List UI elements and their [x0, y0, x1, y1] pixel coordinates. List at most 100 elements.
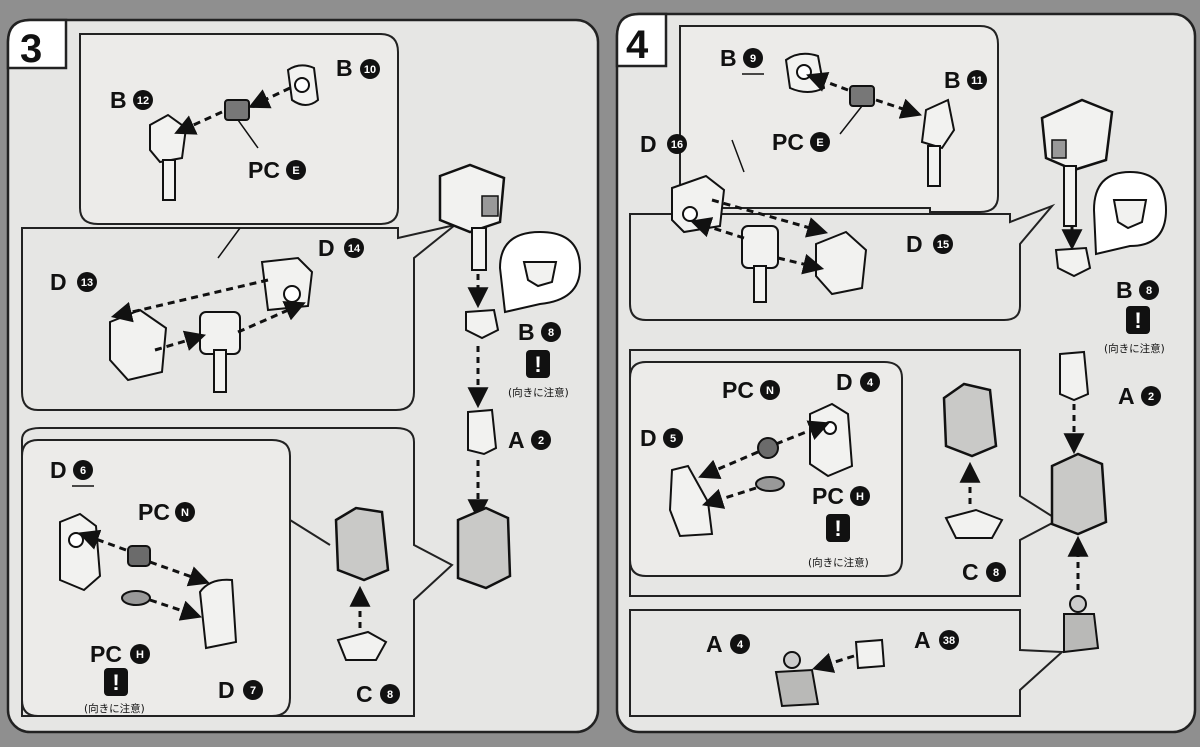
part-number: H [856, 491, 864, 503]
label-s4-a38: A 38 [914, 627, 959, 653]
part-letter: C [962, 559, 979, 585]
s4-forearm-assembly [668, 382, 1004, 539]
shoulder-joint-assembly [109, 227, 314, 393]
part-b11 [920, 98, 956, 150]
part-b12-peg [162, 159, 176, 201]
part-letter: A [706, 631, 723, 657]
step-3-panel: 3 [6, 18, 600, 734]
part-number: 16 [671, 139, 683, 151]
part-c8-4 [944, 508, 1004, 539]
label-s3-b10: B 10 [336, 55, 380, 81]
s4-lower-arm-assembled [1050, 452, 1108, 536]
part-number: 10 [364, 64, 376, 76]
part-number: E [816, 137, 823, 149]
step-4-number-badge: 4 [615, 12, 668, 68]
s4-head-joint-assembly [784, 52, 956, 187]
caution-note: (向きに注意) [1104, 342, 1165, 355]
part-number: 9 [750, 53, 756, 65]
part-d6 [59, 512, 102, 592]
step-4-foot-frame [629, 609, 1065, 717]
step-4-panel: 4 [615, 12, 1197, 734]
step-3-lower-frame [21, 427, 454, 717]
part-number: 8 [548, 327, 554, 339]
part-b8 [465, 308, 500, 340]
joint-ball [199, 311, 241, 355]
s4-upper-arm-column [1040, 98, 1168, 654]
label-s3-d13: D 13 [50, 269, 97, 295]
label-s3-b8: B 8 [518, 319, 561, 345]
forearm-assembly [59, 506, 390, 661]
label-s4-d16: D 16 [640, 131, 687, 157]
caution-s4-pch: ! (向きに注意) [808, 514, 869, 569]
part-letter: A [914, 627, 931, 653]
part-letter: B [944, 67, 961, 93]
caution-note: (向きに注意) [508, 386, 569, 399]
part-pcn [127, 545, 151, 567]
hand-block [334, 506, 390, 582]
caution-note: (向きに注意) [808, 556, 869, 569]
label-s4-d5: D 5 [640, 425, 683, 451]
label-s4-a4: A 4 [706, 631, 750, 657]
s4-shoulder-joint-assembly [671, 139, 868, 303]
s4-hand-block [942, 382, 998, 458]
label-s4-pcn: PC N [722, 377, 780, 403]
part-letter: PC [90, 641, 122, 667]
part-number: 7 [250, 685, 256, 697]
lower-arm-assembled [456, 506, 512, 590]
step-3-detail-box-foot [21, 439, 291, 717]
caution-icon: ! [834, 516, 841, 541]
part-number: 8 [993, 567, 999, 579]
part-a38 [854, 638, 886, 670]
part-letter: D [318, 235, 335, 261]
part-letter: D [640, 131, 657, 157]
step-4-lower-frame [629, 349, 1060, 597]
part-number: 38 [943, 635, 955, 647]
part-letter: B [110, 87, 127, 113]
label-s3-b12: B 12 [110, 87, 153, 113]
part-number: 2 [538, 435, 544, 447]
part-a4 [774, 668, 820, 708]
caution-s3-pch: ! (向きに注意) [84, 668, 145, 715]
part-b10-socket [294, 77, 310, 93]
part-a2-4 [1059, 350, 1090, 402]
part-b8-detail [522, 261, 558, 288]
s4-fist-assembly [774, 638, 886, 708]
part-letter: B [336, 55, 353, 81]
caution-icon: ! [1134, 308, 1141, 333]
part-pch-4 [755, 476, 785, 492]
part-letter: D [50, 457, 67, 483]
part-number: E [292, 165, 299, 177]
part-letter: PC [772, 129, 804, 155]
part-number: N [766, 385, 774, 397]
label-s4-b8: B 8 [1116, 277, 1159, 303]
step-3-detail-box-head [79, 33, 399, 225]
part-letter: B [720, 45, 737, 71]
part-labels: B 10 B 12 PC E D 14 D 13 B 8 [50, 45, 1165, 715]
label-s4-b9: B 9 [720, 45, 764, 75]
part-letter: A [508, 427, 525, 453]
part-pce-cap [224, 99, 250, 121]
label-s3-d6: D 6 [50, 457, 94, 487]
part-d15 [815, 230, 868, 296]
label-s4-b11: B 11 [944, 67, 987, 93]
label-s3-c8: C 8 [356, 681, 400, 707]
part-d5 [668, 464, 714, 538]
label-s3-d7: D 7 [218, 677, 263, 703]
part-number: H [136, 649, 144, 661]
label-s4-a2: A 2 [1118, 383, 1161, 409]
caution-note: (向きに注意) [84, 702, 145, 715]
part-number: N [181, 507, 189, 519]
caution-icon: ! [534, 352, 541, 377]
part-pce-4 [849, 85, 875, 107]
part-letter: D [50, 269, 67, 295]
part-number: 4 [737, 639, 744, 651]
step-3-callout-line [289, 519, 331, 546]
part-letter: D [836, 369, 853, 395]
step-3-number-badge: 3 [6, 18, 68, 71]
part-number: 15 [937, 239, 949, 251]
label-s3-a2: A 2 [508, 427, 551, 453]
label-s3-pce: PC E [248, 157, 306, 183]
label-s4-d15: D 15 [906, 231, 953, 257]
label-s4-pce: PC E [772, 129, 830, 155]
label-s4-c8: C 8 [962, 559, 1006, 585]
